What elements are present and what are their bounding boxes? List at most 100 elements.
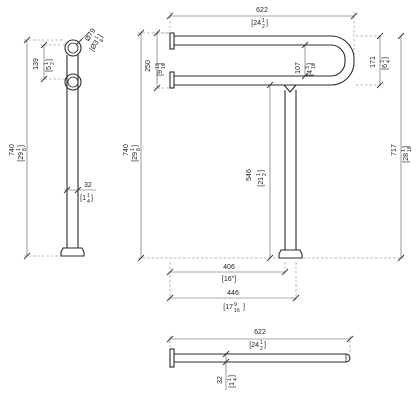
top-tick-a (166, 335, 174, 343)
svg-text:4: 4 (87, 199, 90, 205)
svg-text:[6: [6 (382, 64, 389, 70)
front-leg-base (278, 249, 303, 259)
svg-text:[28: [28 (403, 153, 410, 163)
svg-text:]: ] (266, 20, 268, 27)
front-tick-i (376, 32, 384, 40)
front-tick-d (137, 254, 145, 262)
svg-text:4: 4 (386, 60, 392, 63)
front-dim-622-mm: 622 (256, 7, 268, 14)
front-dim-107-mm: 107 (295, 62, 302, 74)
front-tick-o (166, 268, 174, 276)
svg-text:2: 2 (50, 62, 56, 65)
front-dim-446-mm: 446 (227, 290, 239, 297)
svg-text:]: ] (403, 146, 410, 148)
side-tick-g (74, 186, 82, 194)
svg-text:]: ] (97, 33, 104, 38)
front-dim-740-mm: 740 (123, 144, 130, 156)
front-dim-171-in: [6 3 4 ] (380, 57, 392, 70)
front-dim-250-mm: 250 (145, 60, 152, 72)
svg-text:[1: [1 (229, 382, 236, 388)
side-dim-79-in: [Ø3 1 8 ] (89, 33, 106, 52)
side-upper-rail-inner (67, 42, 79, 54)
front-tick-e (153, 29, 161, 37)
svg-text:1: 1 (130, 148, 136, 151)
front-dim-406-mm: 406 (223, 264, 235, 271)
front-tick-r (292, 294, 300, 302)
svg-text:1: 1 (227, 378, 233, 381)
front-tick-k (266, 81, 274, 89)
svg-text:3: 3 (305, 66, 311, 69)
front-tick-c (137, 29, 145, 37)
side-tick-f (63, 186, 71, 194)
svg-text:[29: [29 (132, 152, 139, 162)
svg-text:1: 1 (256, 173, 262, 176)
svg-text:4: 4 (233, 378, 239, 381)
top-dim-622-mm: 622 (254, 329, 266, 336)
top-dim-622-in: [24 1 2 ] (249, 340, 266, 352)
svg-text:]: ] (258, 170, 265, 172)
svg-text:13: 13 (155, 63, 161, 69)
side-lower-rail-inner (67, 76, 79, 88)
svg-text:]: ] (264, 342, 266, 349)
front-lower-flange (169, 71, 175, 89)
top-tick-b (346, 335, 354, 343)
front-tick-p (281, 268, 289, 276)
svg-text:8: 8 (22, 148, 28, 151)
svg-text:[29: [29 (18, 152, 25, 162)
svg-text:]: ] (18, 145, 25, 147)
svg-text:9: 9 (234, 302, 237, 308)
front-dim-250-in: [9 13 16 ] (155, 63, 167, 76)
svg-text:1: 1 (401, 149, 407, 152)
side-dim-139-mm: 139 (33, 58, 40, 70)
front-dim-546-mm: 546 (246, 169, 253, 181)
side-dim-32-mm: 32 (84, 182, 92, 189)
side-tick-b (23, 252, 31, 260)
svg-text:[21: [21 (258, 177, 265, 187)
front-tick-q (166, 294, 174, 302)
svg-text:8: 8 (136, 148, 142, 151)
front-dim-406-in: [16"] (222, 276, 236, 283)
front-view: 622 [24 1 2 ] 740 [29 1 8 ] 250 [9 13 1 (123, 7, 413, 314)
svg-text:16: 16 (161, 63, 167, 69)
top-wall-flange (169, 348, 175, 368)
svg-text:]: ] (382, 57, 389, 59)
svg-text:[1: [1 (80, 195, 86, 202)
side-dim-32-in: [1 1 4 ] (80, 193, 93, 205)
svg-text:[9: [9 (157, 70, 164, 76)
svg-text:]: ] (307, 63, 314, 65)
front-upper-flange (169, 32, 175, 50)
top-rail-tube (174, 353, 351, 363)
front-dim-446-in: [17 9 16 ] (223, 302, 245, 314)
front-tick-l (266, 254, 274, 262)
svg-text:1: 1 (260, 340, 263, 346)
front-dim-717-in: [28 1 16 ] (401, 146, 413, 163)
svg-text:2: 2 (262, 173, 268, 176)
side-view: 740 [29 1 8 ] 139 [5 1 2 ] Ø79 [Ø3 1 8 ] (9, 28, 106, 260)
svg-text:]: ] (91, 195, 93, 202)
svg-text:[Ø3: [Ø3 (89, 39, 101, 52)
side-lower-rail-circle (64, 73, 82, 91)
svg-text:]: ] (157, 63, 164, 65)
svg-text:[17: [17 (223, 304, 233, 311)
svg-text:]: ] (132, 145, 139, 147)
front-leg-cap (283, 84, 297, 93)
svg-text:[5: [5 (46, 66, 53, 72)
side-dim-139-in: [5 1 2 ] (44, 59, 56, 72)
side-dim-740-in: [29 1 8 ] (16, 145, 28, 162)
front-tick-a (166, 12, 174, 20)
svg-text:1: 1 (44, 62, 50, 65)
svg-text:8: 8 (99, 38, 106, 44)
front-tick-f (153, 84, 161, 92)
side-tick-c (40, 41, 48, 49)
front-dim-622-in: [24 1 2 ] (251, 18, 268, 30)
front-tick-m (397, 32, 405, 40)
svg-text:2: 2 (260, 346, 263, 352)
side-base-flange (60, 247, 85, 257)
svg-text:1: 1 (16, 148, 22, 151)
top-tick-d (222, 358, 230, 366)
svg-text:[24: [24 (251, 20, 261, 27)
svg-text:[24: [24 (249, 342, 259, 349)
front-tick-b (350, 12, 358, 20)
front-tick-n (397, 254, 405, 262)
